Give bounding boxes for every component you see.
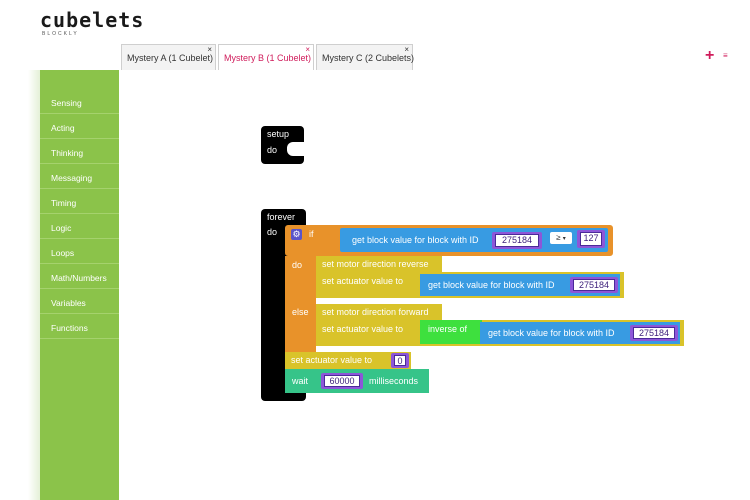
category-label: Thinking	[51, 148, 84, 158]
category-logic[interactable]: Logic	[40, 215, 119, 239]
set-actuator-label: set actuator value to	[322, 324, 404, 334]
category-loops[interactable]: Loops	[40, 240, 119, 264]
category-label: Functions	[51, 323, 88, 333]
forever-do-label: do	[267, 227, 278, 237]
category-messaging[interactable]: Messaging	[40, 165, 119, 189]
operator-value: ≥	[556, 233, 561, 242]
sidebar-edge	[28, 70, 40, 500]
set-actuator-block-do[interactable]: set actuator value to get block value fo…	[316, 272, 624, 298]
cubelets-logo: cubelets BLOCKLY	[40, 10, 144, 37]
block-id-text[interactable]: 275184	[633, 327, 675, 339]
if-block-body: do else	[285, 256, 316, 352]
tab-bar: Mystery A (1 Cubelet) × Mystery B (1 Cub…	[119, 44, 750, 71]
get-block-value-block[interactable]: get block value for block with ID 275184	[420, 274, 620, 296]
if-label: if	[309, 229, 314, 239]
category-timing[interactable]: Timing	[40, 190, 119, 214]
tab-label: Mystery C (2 Cubelets)	[322, 53, 415, 63]
compare-block[interactable]: get block value for block with ID 275184…	[340, 228, 608, 252]
set-motor-forward-block[interactable]: set motor direction forward	[316, 304, 442, 320]
motor-forward-label: set motor direction forward	[322, 307, 429, 317]
forever-label: forever	[267, 212, 296, 222]
setup-statement-slot	[287, 142, 304, 156]
operator-dropdown[interactable]: ≥▾	[550, 232, 572, 244]
get-block-value-label: get block value for block with ID	[352, 235, 479, 245]
tab-mystery-b[interactable]: Mystery B (1 Cubelet) ×	[218, 44, 314, 71]
category-label: Loops	[51, 248, 75, 258]
category-label: Acting	[51, 123, 75, 133]
category-math-numbers[interactable]: Math/Numbers	[40, 265, 119, 289]
gear-icon[interactable]: ⚙	[291, 229, 302, 240]
milliseconds-label: milliseconds	[369, 376, 419, 386]
wait-value[interactable]: 60000	[321, 373, 363, 389]
get-block-value-block[interactable]: get block value for block with ID 275184	[480, 322, 680, 344]
block-id-text[interactable]: 275184	[573, 279, 615, 291]
threshold-text[interactable]: 127	[580, 232, 602, 246]
wait-label: wait	[292, 376, 309, 386]
category-thinking[interactable]: Thinking	[40, 140, 119, 164]
logo-text: cubelets	[40, 8, 145, 32]
set-actuator-block-else[interactable]: set actuator value to inverse of get blo…	[316, 320, 684, 346]
wait-block[interactable]: wait 60000 milliseconds	[285, 369, 429, 393]
tab-mystery-c[interactable]: Mystery C (2 Cubelets) ×	[316, 44, 415, 70]
actuator-value[interactable]: 0	[391, 353, 409, 368]
setup-block[interactable]: setup do	[261, 126, 304, 164]
set-actuator-label: set actuator value to	[291, 355, 373, 365]
category-sensing[interactable]: Sensing	[40, 90, 119, 114]
setup-do-label: do	[267, 145, 278, 155]
set-motor-reverse-block[interactable]: set motor direction reverse	[316, 256, 442, 272]
menu-icon[interactable]: ≡	[723, 51, 728, 60]
wait-value-text[interactable]: 60000	[324, 375, 360, 387]
close-icon[interactable]: ×	[207, 45, 212, 54]
block-id-text[interactable]: 275184	[495, 234, 539, 247]
threshold-value[interactable]: 127	[577, 230, 605, 248]
block-id-value[interactable]: 275184	[630, 325, 678, 341]
chevron-down-icon: ▾	[562, 236, 566, 242]
get-block-value-label: get block value for block with ID	[428, 280, 555, 290]
set-actuator-block[interactable]: set actuator value to 0	[285, 352, 411, 369]
add-tab-button[interactable]: +	[705, 47, 715, 64]
block-id-value[interactable]: 275184	[570, 277, 618, 293]
tab-label: Mystery B (1 Cubelet)	[224, 53, 312, 63]
category-sidebar: Sensing Acting Thinking Messaging Timing…	[40, 70, 119, 500]
tab-label: Mystery A (1 Cubelet)	[127, 53, 214, 63]
setup-label: setup	[267, 129, 290, 139]
category-label: Variables	[51, 298, 86, 308]
category-acting[interactable]: Acting	[40, 115, 119, 139]
actuator-value-text[interactable]: 0	[394, 355, 406, 366]
close-icon[interactable]: ×	[305, 45, 310, 54]
set-actuator-label: set actuator value to	[322, 276, 404, 286]
category-label: Messaging	[51, 173, 93, 183]
category-variables[interactable]: Variables	[40, 290, 119, 314]
category-functions[interactable]: Functions	[40, 315, 119, 339]
inverse-of-block[interactable]: inverse of	[420, 320, 482, 344]
tab-mystery-a[interactable]: Mystery A (1 Cubelet) ×	[121, 44, 216, 70]
inverse-of-label: inverse of	[428, 324, 468, 334]
category-label: Timing	[51, 198, 77, 208]
logo-subtitle: BLOCKLY	[42, 31, 79, 37]
category-label: Sensing	[51, 98, 82, 108]
category-label: Math/Numbers	[51, 273, 107, 283]
block-id-value[interactable]: 275184	[492, 232, 542, 249]
if-do-label: do	[292, 260, 303, 270]
motor-reverse-label: set motor direction reverse	[322, 259, 429, 269]
get-block-value-label: get block value for block with ID	[488, 328, 615, 338]
else-label: else	[292, 307, 309, 317]
category-label: Logic	[51, 223, 72, 233]
close-icon[interactable]: ×	[404, 45, 409, 54]
